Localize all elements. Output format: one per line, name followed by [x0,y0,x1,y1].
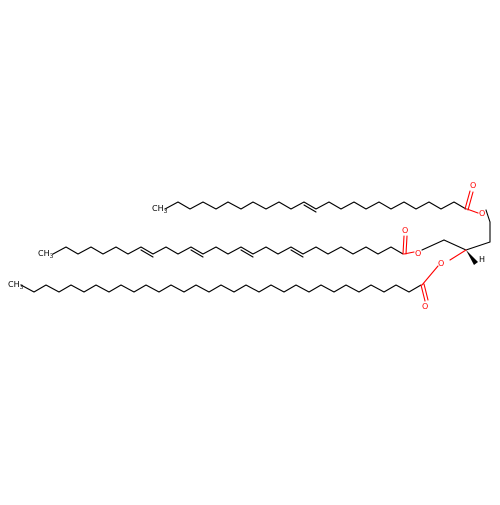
middle-ester-bond [403,251,415,255]
bottom-acyl-chain: O O CH3 [8,259,444,311]
top-terminal-ch3: CH3 [152,204,168,215]
middle-ester-oxygen: O [415,249,421,258]
top-ester-bond [466,208,479,214]
middle-o-to-glycerol [421,239,445,251]
middle-double-bond-4 [290,249,304,258]
top-acyl-chain: O O CH3 [152,181,491,223]
bottom-carbonyl-oxygen: O [422,302,428,311]
middle-chain-bonds [52,246,404,255]
middle-terminal-ch3: CH3 [38,249,54,260]
bottom-terminal-ch3: CH3 [8,280,24,291]
bottom-ester-bond [421,265,439,286]
bottom-ester-oxygen: O [438,259,444,268]
top-o-to-glycerol [485,209,491,223]
middle-double-bond-1 [140,249,154,258]
chiral-hydrogen: H [479,255,485,264]
top-chain-bonds [164,201,467,210]
bottom-carbonyl-bond-2 [423,283,429,301]
middle-double-bond-2 [190,249,204,258]
bottom-carbonyl-bond-1 [420,284,426,302]
top-double-bond [303,204,317,213]
bottom-chain-bonds [20,284,422,293]
glycerol-backbone: H [443,221,491,265]
stereo-wedge [466,250,478,265]
glycerol-c2-c3 [465,241,491,251]
top-carbonyl-bond-2 [467,191,474,211]
middle-acyl-chain: O O CH3 [38,226,445,260]
middle-carbonyl-bond-1 [402,235,405,255]
middle-double-bond-3 [240,249,254,258]
glycerol-c2-o [449,249,467,261]
top-carbonyl-bond-1 [464,190,471,210]
top-ester-oxygen: O [479,209,485,218]
glycerol-c3-o [443,239,467,251]
top-carbonyl-oxygen: O [470,181,476,190]
middle-carbonyl-oxygen: O [402,226,408,235]
middle-carbonyl-bond-2 [405,235,408,255]
